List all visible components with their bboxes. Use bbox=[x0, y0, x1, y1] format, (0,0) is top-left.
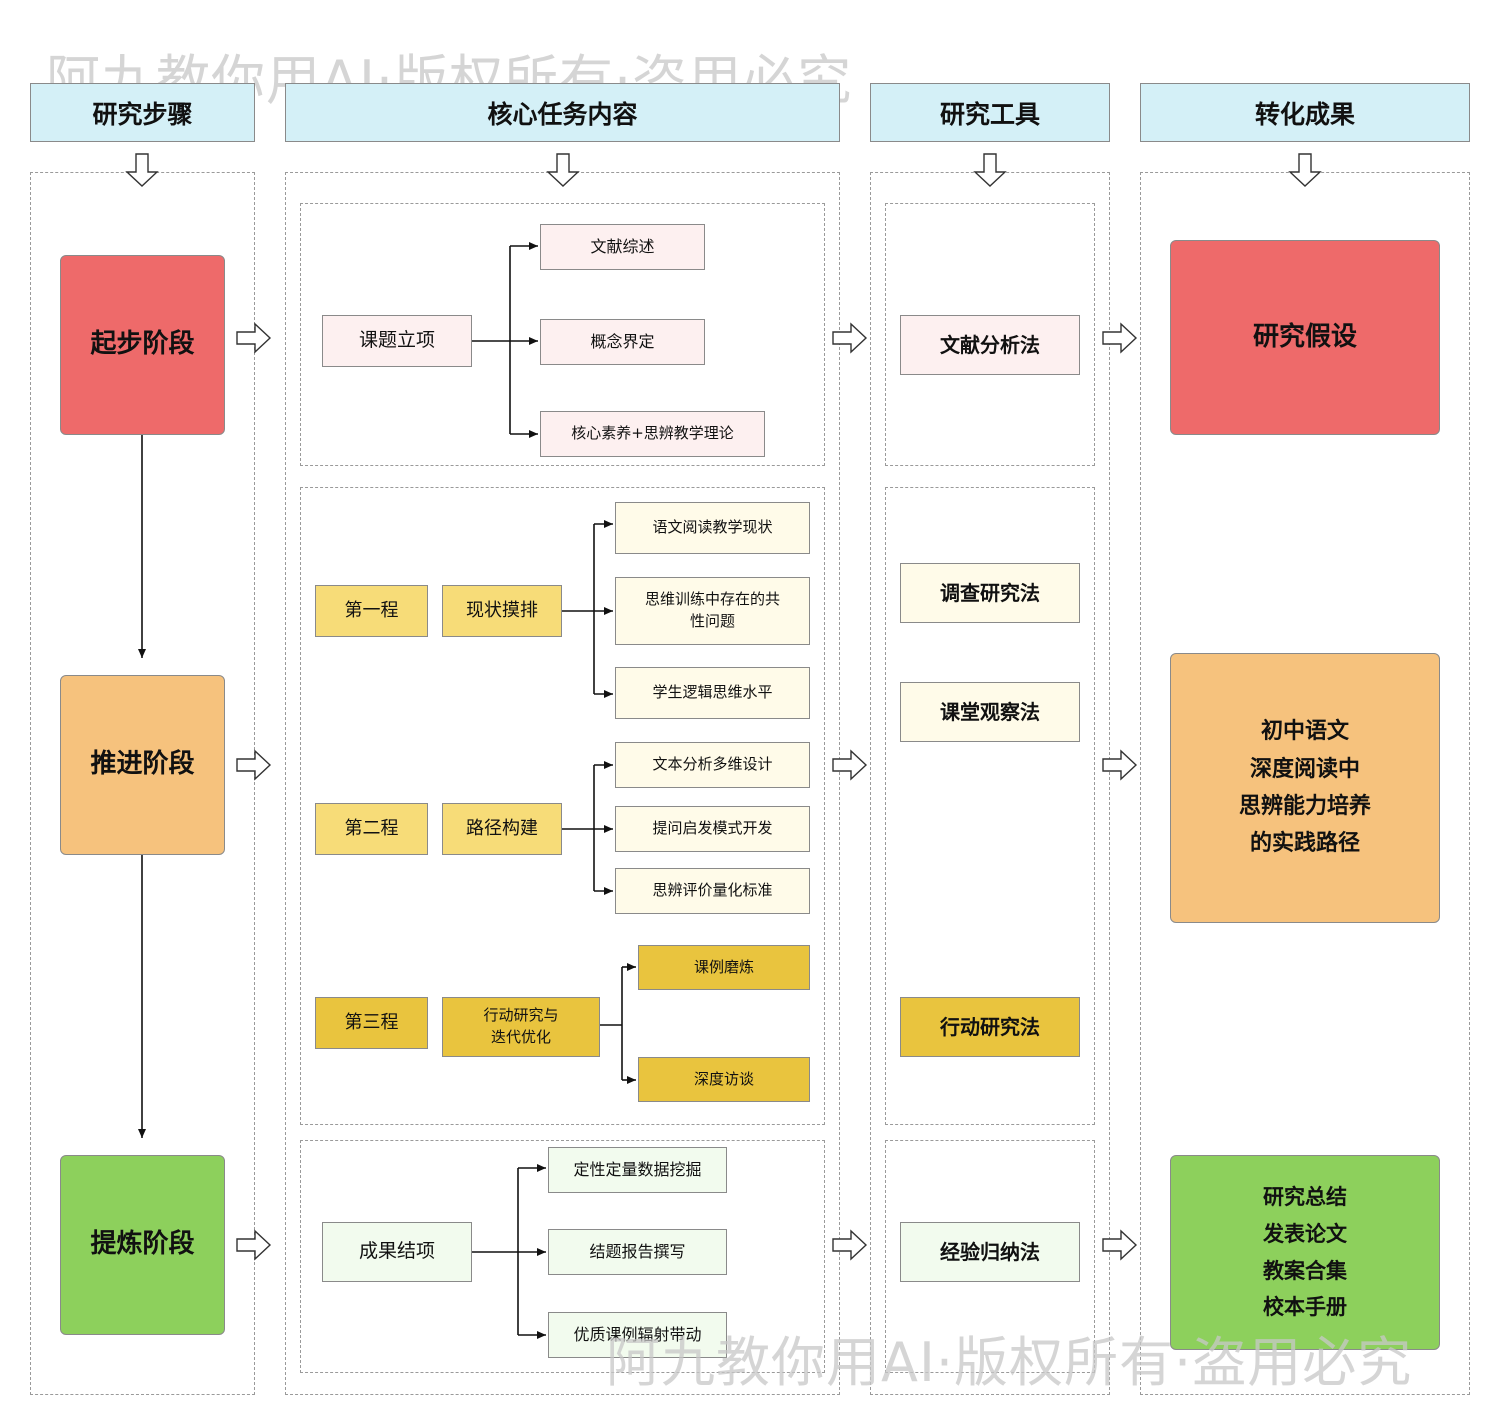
tasks-group-refine bbox=[300, 1140, 825, 1373]
phase-1-root: 现状摸排 bbox=[442, 585, 562, 637]
phase-3-item-1: 课例磨炼 bbox=[638, 945, 810, 990]
task-start-root: 课题立项 bbox=[322, 315, 472, 367]
outcome-final: 研究总结 发表论文 教案合集 校本手册 bbox=[1170, 1155, 1440, 1350]
phase-2-label: 第二程 bbox=[315, 803, 428, 855]
task-refine-root: 成果结项 bbox=[322, 1222, 472, 1282]
phase-1-item-3: 学生逻辑思维水平 bbox=[615, 667, 810, 719]
header-tools: 研究工具 bbox=[870, 83, 1110, 142]
task-start-item-1: 文献综述 bbox=[540, 224, 705, 270]
outcome-path-line-1: 初中语文 bbox=[1260, 719, 1349, 745]
phase-1-item-2: 思维训练中存在的共性问题 bbox=[615, 577, 810, 645]
phase-1-label: 第一程 bbox=[315, 585, 428, 637]
outcome-path-line-4: 的实践路径 bbox=[1249, 831, 1360, 857]
tools-group-start bbox=[885, 203, 1095, 466]
tool-survey: 调查研究法 bbox=[900, 563, 1080, 623]
phase-3-item-2: 深度访谈 bbox=[638, 1057, 810, 1102]
task-start-item-2: 概念界定 bbox=[540, 319, 705, 365]
tools-group-refine bbox=[885, 1140, 1095, 1373]
stage-start: 起步阶段 bbox=[60, 255, 225, 435]
outcome-final-line-3: 教案合集 bbox=[1263, 1258, 1347, 1283]
phase-3-root-text: 行动研究与迭代优化 bbox=[483, 1006, 559, 1046]
task-refine-item-3: 优质课例辐射带动 bbox=[548, 1312, 727, 1358]
tasks-group-start bbox=[300, 203, 825, 466]
outcome-final-line-4: 校本手册 bbox=[1263, 1295, 1347, 1320]
tasks-group-advance bbox=[300, 487, 825, 1125]
phase-3-root: 行动研究与迭代优化 bbox=[442, 997, 600, 1057]
phase-2-root: 路径构建 bbox=[442, 803, 562, 855]
header-outcomes: 转化成果 bbox=[1140, 83, 1470, 142]
task-refine-item-1: 定性定量数据挖掘 bbox=[548, 1147, 727, 1193]
outcome-path-line-3: 思辨能力培养 bbox=[1238, 794, 1371, 819]
task-start-item-3: 核心素养+思辨教学理论 bbox=[540, 411, 765, 457]
phase-2-item-1: 文本分析多维设计 bbox=[615, 742, 810, 788]
tool-action: 行动研究法 bbox=[900, 997, 1080, 1057]
phase-2-item-2: 提问启发模式开发 bbox=[615, 806, 810, 852]
header-tasks: 核心任务内容 bbox=[285, 83, 840, 142]
stage-advance: 推进阶段 bbox=[60, 675, 225, 855]
phase-2-item-3: 思辨评价量化标准 bbox=[615, 868, 810, 914]
outcome-hypothesis: 研究假设 bbox=[1170, 240, 1440, 435]
phase-1-item-1: 语文阅读教学现状 bbox=[615, 502, 810, 554]
outcome-path-line-2: 深度阅读中 bbox=[1249, 756, 1360, 782]
tool-literature: 文献分析法 bbox=[900, 315, 1080, 375]
tools-group-advance bbox=[885, 487, 1095, 1125]
outcome-path: 初中语文 深度阅读中 思辨能力培养 的实践路径 bbox=[1170, 653, 1440, 923]
phase-3-label: 第三程 bbox=[315, 997, 428, 1049]
header-steps: 研究步骤 bbox=[30, 83, 255, 142]
tool-observation: 课堂观察法 bbox=[900, 682, 1080, 742]
stage-refine: 提炼阶段 bbox=[60, 1155, 225, 1335]
outcome-final-line-2: 发表论文 bbox=[1263, 1221, 1347, 1246]
phase-1-item-2-text: 思维训练中存在的共性问题 bbox=[644, 590, 780, 630]
tool-induction: 经验归纳法 bbox=[900, 1222, 1080, 1282]
task-refine-item-2: 结题报告撰写 bbox=[548, 1229, 727, 1275]
outcome-final-line-1: 研究总结 bbox=[1263, 1185, 1347, 1209]
